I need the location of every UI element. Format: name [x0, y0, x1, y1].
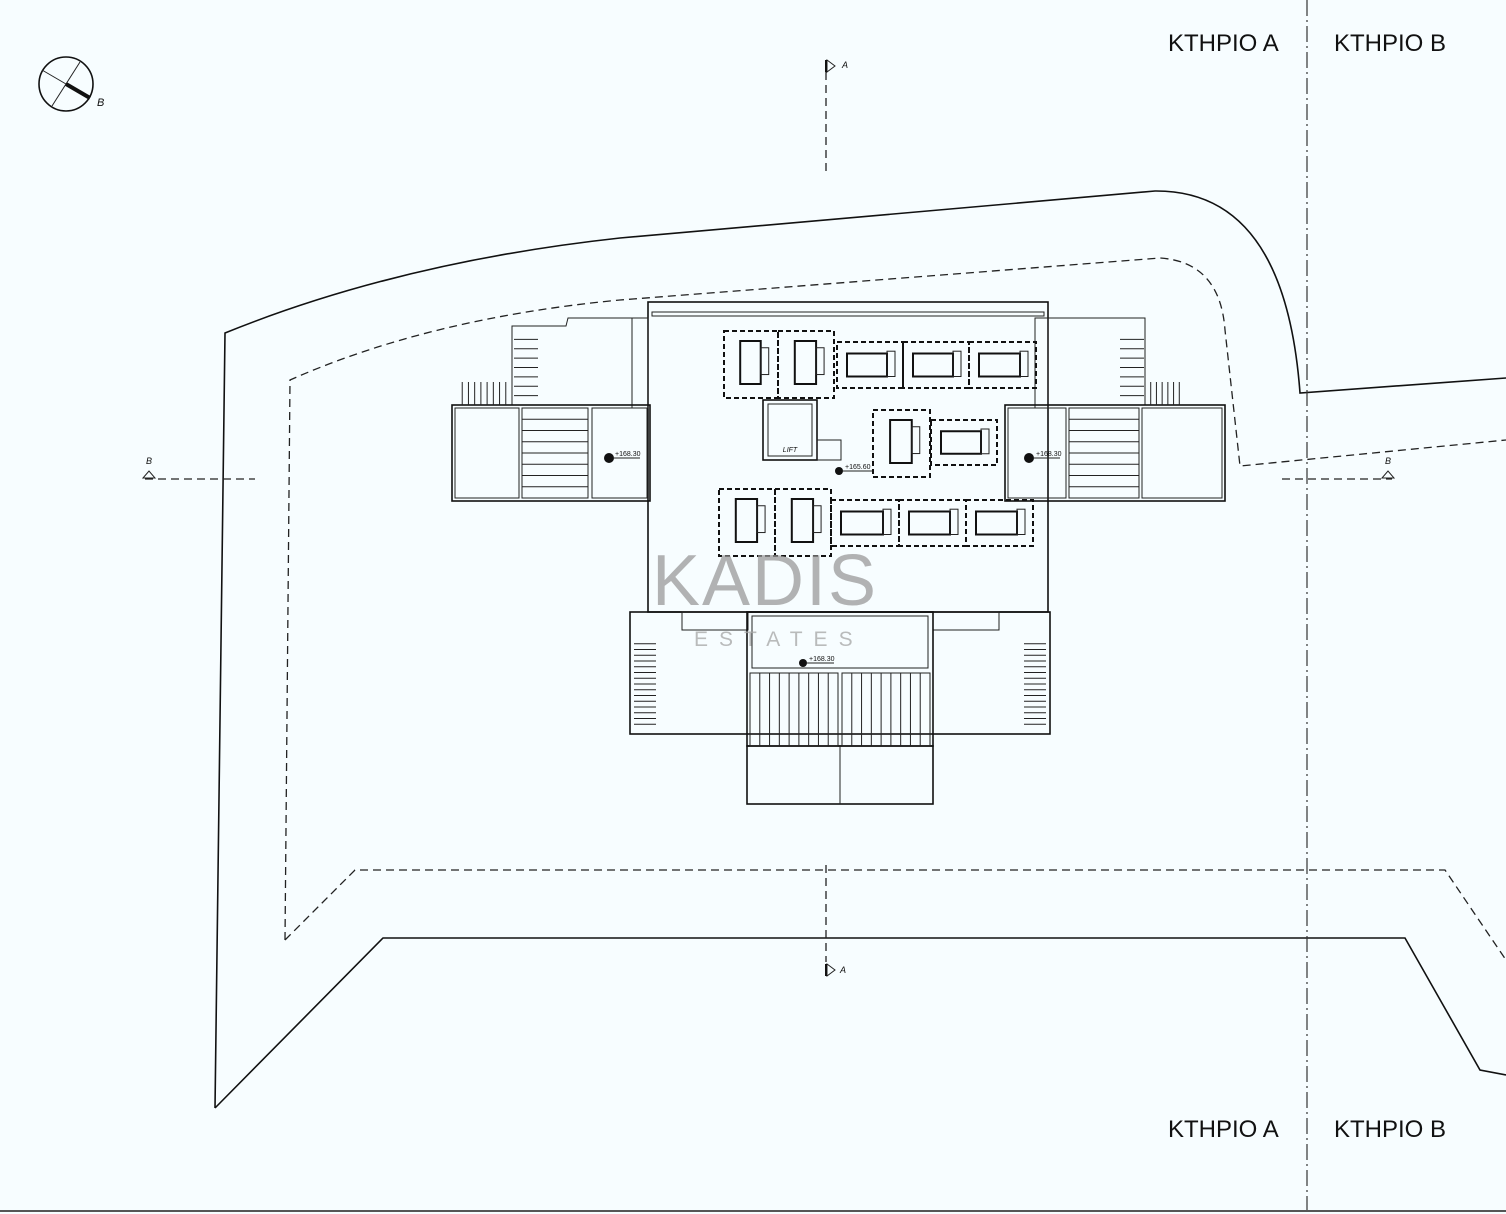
lift-shaft: LIFT: [762, 399, 842, 461]
svg-text:A: A: [839, 965, 846, 975]
svg-text:B: B: [146, 456, 152, 466]
svg-text:ESTATES: ESTATES: [694, 628, 864, 651]
building-b-label-top: ΚΤΗΡΙΟ Β: [1334, 30, 1447, 57]
svg-text:A: A: [841, 60, 848, 70]
parking-bay: [965, 499, 1034, 547]
parking-bay: [902, 341, 970, 389]
watermark-logo: KADIS ESTATES: [652, 541, 878, 651]
building-a-label-top: ΚΤΗΡΙΟ Α: [1168, 30, 1279, 57]
level-marker-right-wing: +168.30: [1024, 451, 1062, 463]
parking-bay: [872, 409, 931, 478]
parking-bays: [718, 330, 1037, 557]
parking-bay: [898, 499, 967, 547]
building-a-label-bottom: ΚΤΗΡΙΟ Α: [1168, 1116, 1279, 1143]
parking-bay: [723, 330, 779, 399]
level-marker-left-wing: +168.30: [604, 451, 641, 463]
section-b-marker-left: B: [141, 456, 255, 480]
section-a-marker-bottom: A: [825, 865, 846, 977]
compass-label: B: [97, 97, 104, 109]
plot-boundary-south: [214, 937, 1506, 1109]
svg-text:+168.30: +168.30: [1036, 451, 1062, 458]
parking-bay: [836, 341, 904, 389]
setback-line-south: [284, 869, 1506, 961]
plot-boundary: [214, 190, 1506, 1109]
level-marker-south-terrace: +168.30: [799, 656, 835, 667]
parking-bay: [830, 499, 900, 547]
building-b-label-bottom: ΚΤΗΡΙΟ Β: [1334, 1116, 1447, 1143]
svg-text:+168.30: +168.30: [615, 451, 641, 458]
svg-text:+168.30: +168.30: [809, 656, 835, 663]
parking-bay: [777, 330, 835, 399]
setback-line: [284, 257, 1506, 941]
section-a-marker-top: A: [825, 59, 848, 172]
level-marker-central: +165.60: [835, 464, 872, 475]
parking-bay: [774, 488, 832, 557]
section-b-marker-right: B: [1282, 456, 1396, 480]
lift-label: LIFT: [783, 447, 798, 454]
north-compass-icon: B: [38, 56, 104, 112]
svg-text:B: B: [1385, 456, 1391, 466]
svg-text:KADIS: KADIS: [652, 541, 878, 621]
parking-bay: [930, 419, 998, 466]
parking-bay: [968, 341, 1037, 389]
stairs-and-louvres: [461, 338, 1180, 746]
svg-text:+165.60: +165.60: [845, 464, 871, 471]
